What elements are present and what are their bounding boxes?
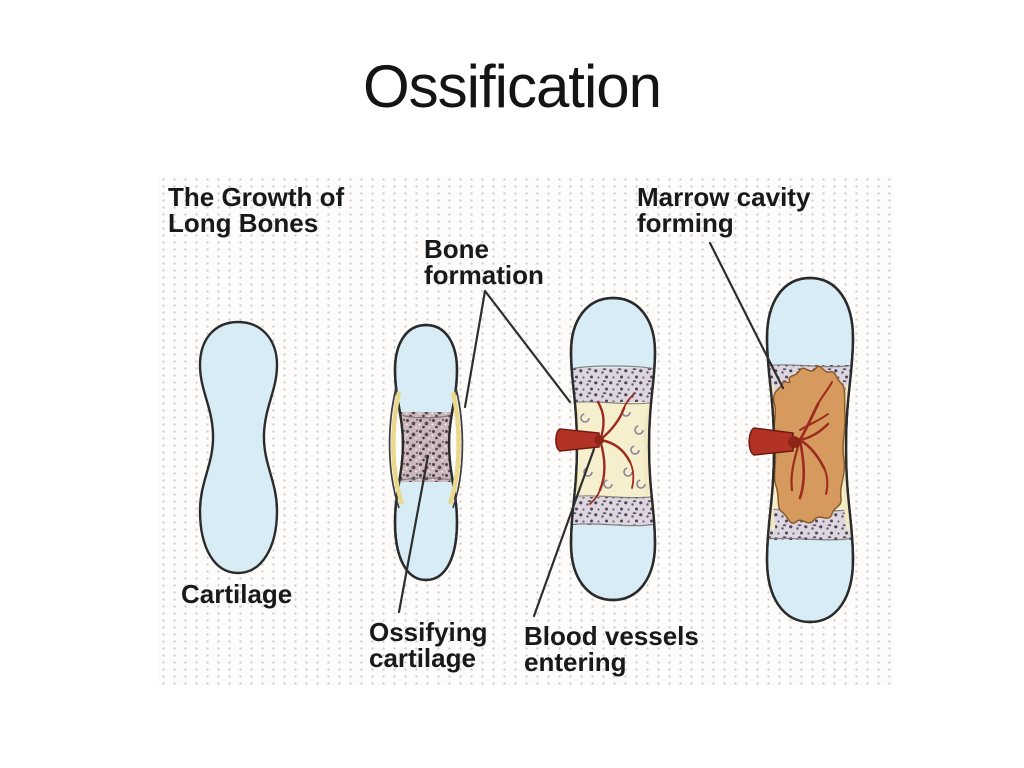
- vessel-entry-point: [594, 435, 604, 445]
- label-blood-vessels: Blood vessels entering: [524, 621, 699, 677]
- long-bone-growth-diagram: The Growth of Long Bones Bone formation …: [158, 176, 893, 686]
- chondrocyte-lacunae: [580, 407, 646, 489]
- vessel-entry-point: [788, 436, 800, 448]
- page-title: Ossification: [362, 53, 662, 120]
- leader-lines: [397, 241, 785, 618]
- label-growth-heading: The Growth of Long Bones: [168, 182, 345, 238]
- leader-line-bone-formation: [463, 289, 572, 409]
- bone-stages-illustration: [198, 241, 855, 624]
- spongy-bone-band-top: [571, 368, 655, 402]
- label-cartilage: Cartilage: [181, 579, 293, 609]
- bone-stage-blood-vessels: [555, 296, 657, 602]
- label-ossifying-cartilage: Ossifying cartilage: [369, 617, 488, 673]
- bone-stage-marrow-cavity: [748, 276, 855, 624]
- label-bone-formation: Bone formation: [424, 234, 544, 290]
- marrow-center-region: [571, 402, 655, 497]
- spongy-bone-band-bottom: [571, 497, 655, 525]
- entering-artery: [748, 427, 794, 456]
- entering-artery: [555, 428, 600, 452]
- bone-stage-cartilage: [198, 320, 279, 575]
- bone-collar: [388, 387, 464, 509]
- label-marrow-cavity: Marrow cavity forming: [637, 182, 811, 238]
- leader-line-marrow-cavity: [708, 241, 785, 390]
- leader-line-ossifying-cartilage: [397, 454, 430, 614]
- leader-line-blood-vessels: [532, 447, 596, 618]
- bone-stage-ossifying-cartilage: [388, 323, 464, 582]
